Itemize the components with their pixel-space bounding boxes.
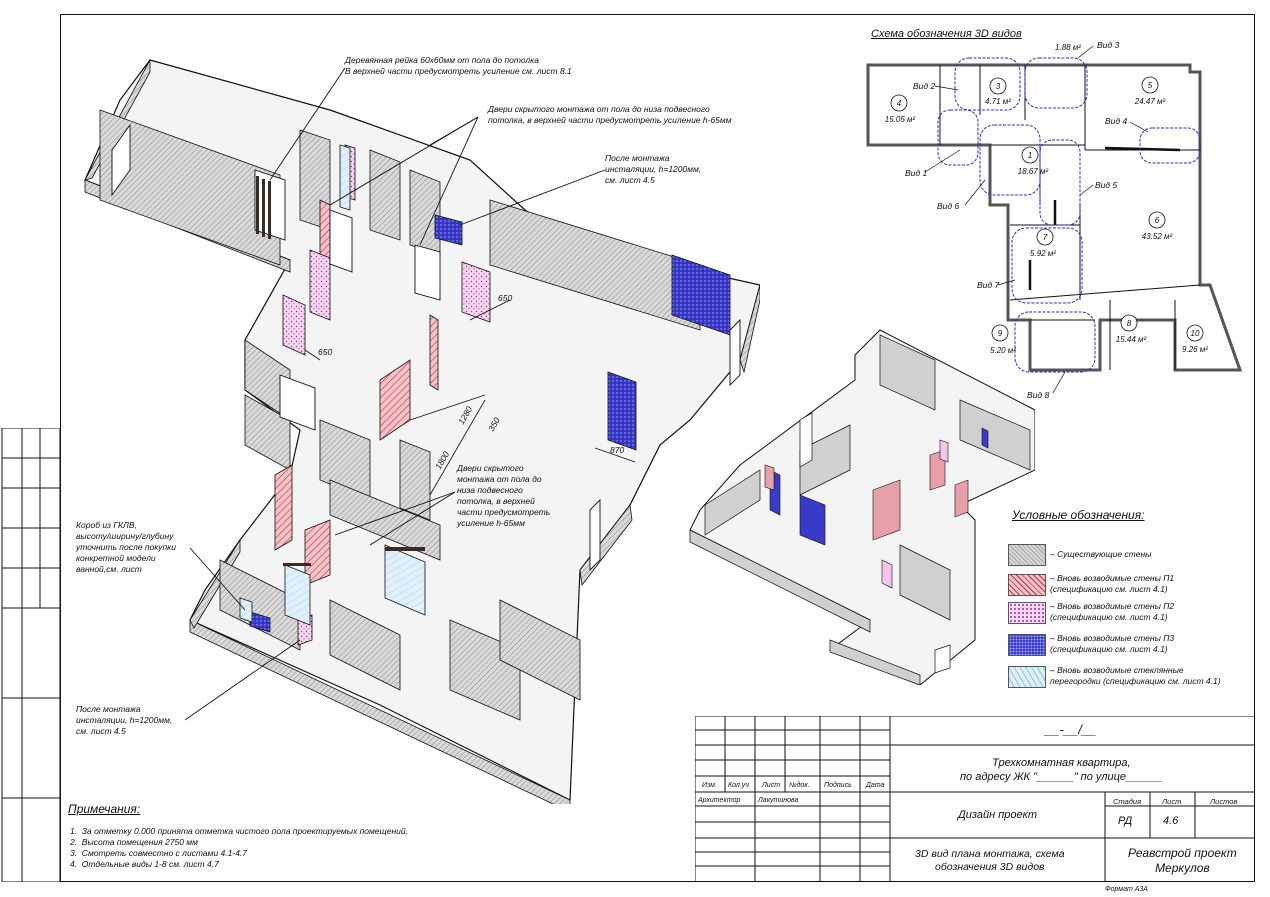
room-5-area: 24.47 м² <box>1134 97 1166 106</box>
dim-650-b: 650 <box>318 347 332 357</box>
tb-stage-section: Дизайн проект <box>958 809 1038 821</box>
tb-col-data: Дата <box>866 782 885 789</box>
legend-item: – Вновь возводимые стены П3 (спецификаци… <box>1008 633 1253 660</box>
room-8-area: 15.44 м² <box>1116 335 1147 344</box>
room-8-num: 8 <box>1127 319 1132 328</box>
annotation-hidden-doors-top: Двери скрытого монтажа от пола до низа п… <box>488 104 732 125</box>
annotation-hidden-doors-center: Двери скрытого монтажа от пола до низа п… <box>457 463 551 528</box>
legend-item: – Вновь возводимые стеклянные перегородк… <box>1008 665 1253 692</box>
tb-company: Реавстрой проект Меркулов <box>1128 846 1237 875</box>
room-7-num: 7 <box>1043 233 1048 242</box>
view-5-label: Вид 5 <box>1095 180 1117 190</box>
scheme-floorplan: 1 18.67 м² 2 1.88 м² 3 4.71 м² 4 15.05 м… <box>866 40 1243 400</box>
legend-item: – Вновь возводимые стены П1 (спецификаци… <box>1008 573 1253 600</box>
legend-title: Условные обозначения: <box>1012 508 1145 522</box>
room-10-num: 10 <box>1191 329 1200 338</box>
tb-col-ndok: №док. <box>789 782 810 789</box>
legend-swatch <box>1008 544 1046 566</box>
legend-item: – Существующие стены <box>1008 544 1253 570</box>
tb-sheets-header: Листов <box>1210 797 1238 806</box>
scheme-title: Схема обозначения 3D видов <box>871 28 1022 40</box>
dim-650-a: 650 <box>498 293 512 303</box>
view-3-label: Вид 3 <box>1097 40 1119 50</box>
tb-col-list: Лист <box>762 782 781 789</box>
legend-label: – Существующие стены <box>1050 549 1152 559</box>
dim-870: 870 <box>610 445 624 455</box>
legend-swatch <box>1008 602 1046 624</box>
room-9-num: 9 <box>998 329 1003 338</box>
note-item: 3. Смотреть совместно с листами 4.1-4.7 <box>70 848 248 858</box>
tb-role: Архитектор <box>698 797 741 804</box>
tb-sheet-header: Лист <box>1162 797 1182 806</box>
room-4-num: 4 <box>897 99 902 108</box>
isometric-plan-main: 650 650 1280 350 1800 870 <box>84 59 760 804</box>
note-item: 1. За отметку 0.000 принята отметка чист… <box>70 826 408 836</box>
notes-title: Примечания: <box>68 802 141 816</box>
room-3-num: 3 <box>996 82 1001 91</box>
room-2-area: 1.88 м² <box>1055 43 1081 52</box>
tb-person: Лакутинова <box>758 797 799 804</box>
legend-swatch <box>1008 666 1046 688</box>
room-10-area: 9.26 м² <box>1182 345 1208 354</box>
tb-col-podpis: Подпись <box>824 782 852 789</box>
tb-project-title: Трехкомнатная квартира, по адресу ЖК "__… <box>960 757 1163 783</box>
tb-drawing-name: 3D вид плана монтажа, схема обозначения … <box>915 848 1065 873</box>
tb-stage-value: РД <box>1118 815 1133 827</box>
annotation-after-install-bottom: После монтажа инсталяции, h=1200мм, см. … <box>76 704 173 736</box>
room-6-num: 6 <box>1155 216 1160 225</box>
tb-sheet-value: 4.6 <box>1163 815 1179 827</box>
view-8-label: Вид 8 <box>1027 390 1049 400</box>
tb-stage-header: Стадия <box>1113 797 1142 806</box>
room-5-num: 5 <box>1148 81 1153 90</box>
room-1-num: 1 <box>1028 151 1032 160</box>
legend-swatch <box>1008 634 1046 656</box>
view-2-label: Вид 2 <box>913 81 935 91</box>
room-3-area: 4.71 м² <box>985 97 1011 106</box>
room-6-area: 43.52 м² <box>1142 232 1173 241</box>
legend-label: – Вновь возводимые стены П3 (спецификаци… <box>1050 633 1175 654</box>
legend-label: – Вновь возводимые стеклянные перегородк… <box>1050 665 1221 686</box>
room-4-area: 15.05 м² <box>885 115 916 124</box>
binding-strip <box>1 428 60 882</box>
sheet-format-label: Формат А3А <box>1105 886 1148 893</box>
room-7-area: 5.92 м² <box>1030 249 1056 258</box>
annotation-after-install-top: После монтажа инсталяции, h=1200мм, см. … <box>605 153 702 185</box>
tb-code: __-__/__ <box>1045 722 1097 737</box>
legend-label: – Вновь возводимые стены П1 (спецификаци… <box>1050 573 1175 594</box>
legend-item: – Вновь возводимые стены П2 (спецификаци… <box>1008 601 1253 628</box>
view-1-label: Вид 1 <box>905 168 927 178</box>
note-item: 2. Высота помещения 2750 мм <box>70 837 198 847</box>
tb-col-koluch: Кол.уч <box>728 782 749 789</box>
room-9-area: 5.20 м² <box>990 346 1016 355</box>
legend-label: – Вновь возводимые стены П2 (спецификаци… <box>1050 601 1175 622</box>
title-block-grid <box>695 716 1255 882</box>
room-1-area: 18.67 м² <box>1018 167 1049 176</box>
view-7-label: Вид 7 <box>977 280 999 290</box>
annotation-wood-rail: Деревянная рейка 60х60мм от пола до пото… <box>345 55 572 76</box>
notes-list: 1. За отметку 0.000 принята отметка чист… <box>70 826 408 870</box>
view-6-label: Вид 6 <box>937 201 959 211</box>
annotation-gkl-box: Короб из ГКЛВ, высоту/ширину/глубину уто… <box>76 520 176 574</box>
isometric-plan-small <box>689 329 1035 685</box>
drawing-sheet-frame <box>60 14 1255 882</box>
view-4-label: Вид 4 <box>1105 116 1127 126</box>
tb-col-izm: Изм. <box>702 782 717 789</box>
note-item: 4. Отдельные виды 1-8 см. лист 4.7 <box>70 859 219 869</box>
legend-swatch <box>1008 574 1046 596</box>
